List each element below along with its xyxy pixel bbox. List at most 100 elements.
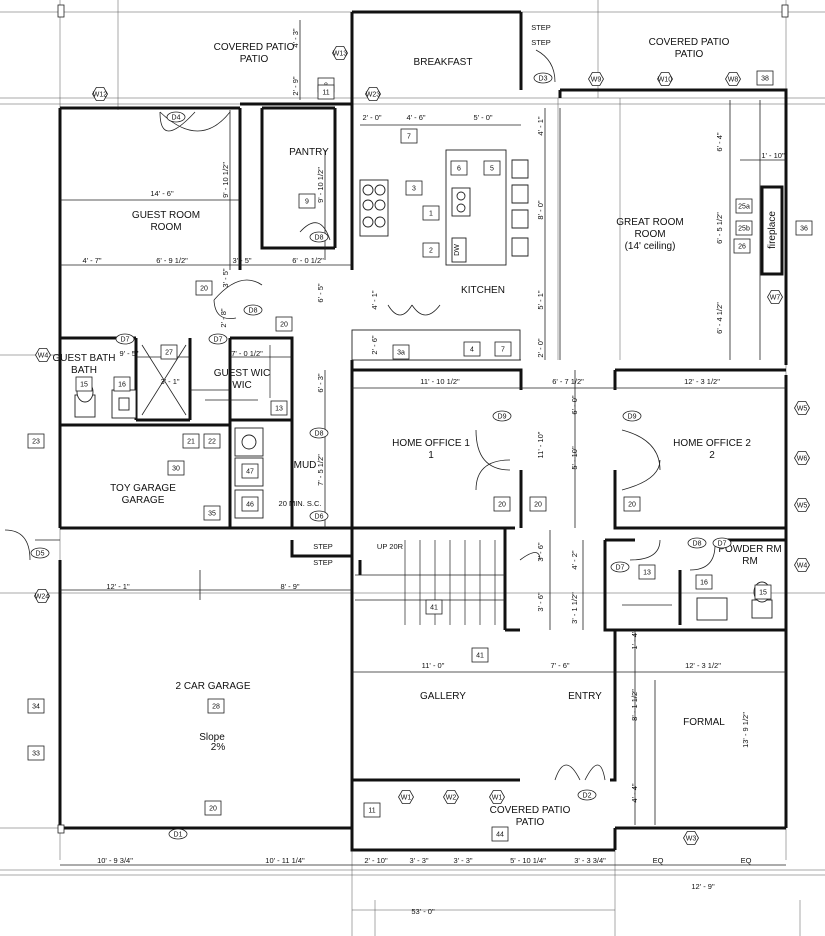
room-home-office-1: HOME OFFICE 1 [392, 438, 470, 449]
svg-text:2' - 9": 2' - 9" [291, 76, 300, 95]
svg-text:EQ: EQ [653, 856, 664, 865]
svg-text:15: 15 [80, 382, 88, 389]
room-guest-wic: GUEST WIC [214, 368, 270, 379]
keynote-box: 7 [494, 341, 512, 357]
svg-text:26: 26 [738, 244, 746, 251]
svg-text:9' - 10 1/2": 9' - 10 1/2" [221, 162, 230, 198]
svg-text:10' - 11 1/4": 10' - 11 1/4" [265, 856, 305, 865]
room-great-room-note: (14' ceiling) [625, 241, 676, 252]
svg-text:1: 1 [428, 450, 434, 461]
mud-note: 20 MIN. S.C. [279, 499, 322, 508]
svg-text:W13: W13 [333, 51, 348, 58]
keynote-box: 15 [75, 376, 93, 392]
keynote-box: 11 [363, 802, 381, 818]
keynote-box: 23 [27, 433, 45, 449]
door-tag: D8 [309, 427, 329, 439]
svg-text:4' - 1": 4' - 1" [370, 290, 379, 309]
keynote-box: 6 [450, 160, 468, 176]
svg-text:4: 4 [470, 347, 474, 354]
keynote-box: 30 [167, 460, 185, 476]
slope-label: Slope [199, 732, 225, 743]
door-tag: D6 [309, 510, 329, 522]
door-tag: D1 [168, 828, 188, 840]
svg-text:23: 23 [32, 439, 40, 446]
svg-text:8' - 0": 8' - 0" [536, 200, 545, 219]
svg-text:4' - 2": 4' - 2" [570, 550, 579, 569]
svg-text:D9: D9 [498, 414, 507, 421]
svg-text:7: 7 [501, 347, 505, 354]
svg-text:2' - 6": 2' - 6" [370, 335, 379, 354]
svg-text:D5: D5 [36, 551, 45, 558]
svg-text:D8: D8 [315, 431, 324, 438]
svg-text:W1: W1 [401, 795, 412, 802]
svg-text:4' - 7": 4' - 7" [82, 256, 101, 265]
dimension-labels: 4' - 3" 2' - 9" 2' - 0" 4' - 6" 5' - 0" … [82, 28, 785, 916]
slope-percent: 2% [211, 742, 226, 753]
room-2-car-garage: 2 CAR GARAGE [175, 681, 250, 692]
door-tag: D4 [166, 111, 186, 123]
window-tag: W5 [794, 498, 810, 512]
keynote-box: 20 [195, 280, 213, 296]
svg-text:RM: RM [742, 556, 758, 567]
keynote-box: 21 [182, 433, 200, 449]
keynote-box: 35 [203, 505, 221, 521]
svg-text:4' - 4": 4' - 4" [630, 783, 639, 802]
step-label-2: STEP [531, 38, 551, 47]
svg-text:3a: 3a [397, 350, 405, 357]
svg-text:16: 16 [700, 580, 708, 587]
svg-text:35: 35 [208, 511, 216, 518]
door-tag: D5 [30, 547, 50, 559]
svg-text:D6: D6 [315, 514, 324, 521]
svg-text:6' - 0 1/2": 6' - 0 1/2" [292, 256, 324, 265]
svg-text:2' - 10": 2' - 10" [364, 856, 388, 865]
svg-text:6' - 4 1/2": 6' - 4 1/2" [715, 302, 724, 334]
svg-text:20: 20 [280, 322, 288, 329]
keynote-box: 28 [207, 698, 225, 714]
svg-text:W10: W10 [658, 77, 673, 84]
step-label-1: STEP [531, 23, 551, 32]
walls [57, 4, 789, 852]
keynote-box: 20 [204, 800, 222, 816]
svg-text:41: 41 [476, 653, 484, 660]
svg-text:41: 41 [430, 605, 438, 612]
svg-text:W8: W8 [728, 77, 739, 84]
keynote-box: 26 [733, 238, 751, 254]
room-entry: ENTRY [568, 691, 602, 702]
svg-text:1' - 4": 1' - 4" [630, 630, 639, 649]
keynote-box: 20 [493, 496, 511, 512]
dishwasher-label: DW [454, 244, 461, 256]
room-toy-garage: TOY GARAGE [110, 483, 176, 494]
svg-text:20: 20 [498, 502, 506, 509]
svg-text:1' - 10": 1' - 10" [761, 151, 785, 160]
svg-text:GARAGE: GARAGE [122, 495, 165, 506]
keynote-box: 25b [735, 220, 753, 236]
svg-text:D4: D4 [172, 115, 181, 122]
fixtures [74, 149, 773, 625]
svg-text:12' - 3 1/2": 12' - 3 1/2" [684, 377, 720, 386]
svg-text:36: 36 [800, 226, 808, 233]
svg-text:14' - 6": 14' - 6" [150, 189, 174, 198]
svg-text:3' - 6": 3' - 6" [536, 592, 545, 611]
keynote-box: 36 [795, 220, 813, 236]
room-kitchen: KITCHEN [461, 285, 505, 296]
door-tag: D8 [687, 537, 707, 549]
keynote-box: 7 [400, 128, 418, 144]
svg-text:11' - 10": 11' - 10" [536, 431, 545, 458]
svg-text:13: 13 [643, 570, 651, 577]
window-tag: W23 [365, 87, 381, 101]
svg-text:7' - 6": 7' - 6" [550, 661, 569, 670]
room-guest-room: GUEST ROOM [132, 210, 200, 221]
window-tag: W9 [588, 72, 604, 86]
svg-text:11: 11 [368, 808, 375, 815]
svg-text:D8: D8 [693, 541, 702, 548]
svg-text:6' - 9 1/2": 6' - 9 1/2" [156, 256, 188, 265]
svg-text:3' - 3": 3' - 3" [453, 856, 472, 865]
svg-text:D7: D7 [616, 565, 625, 572]
window-tag: W5 [794, 401, 810, 415]
svg-text:4' - 6": 4' - 6" [406, 113, 425, 122]
keynote-box: 4 [463, 341, 481, 357]
room-guest-bath: GUEST BATH [53, 353, 116, 364]
svg-text:W5: W5 [797, 406, 808, 413]
svg-text:EQ: EQ [741, 856, 752, 865]
